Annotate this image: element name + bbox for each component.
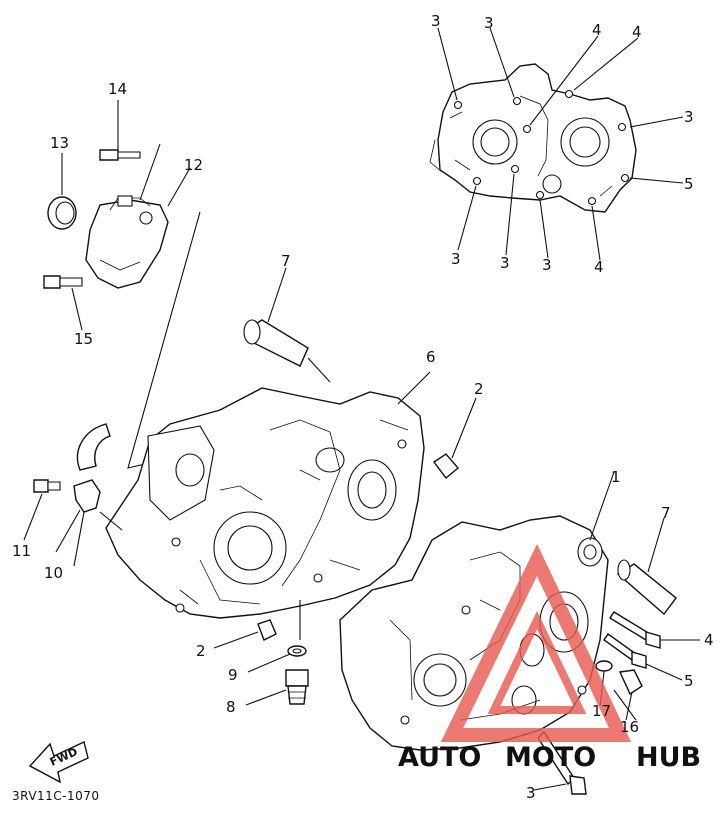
- label-16: 16: [620, 718, 639, 736]
- watermark-auto: AUTO: [398, 742, 481, 773]
- label-top-3b: 3: [484, 14, 494, 32]
- label-9: 9: [228, 666, 238, 684]
- label-10: 10: [44, 564, 63, 582]
- label-15: 15: [74, 330, 93, 348]
- lower-small-parts: [213, 600, 309, 706]
- label-top-3a: 3: [431, 12, 441, 30]
- label-14: 14: [108, 80, 127, 98]
- watermark: AUTO MOTO HUB: [398, 543, 701, 773]
- part-labels: 3 3 4 4 3 5 3 3 3 4 14 13 12 15 7 6 2 11…: [12, 12, 714, 802]
- label-7a: 7: [281, 252, 291, 270]
- label-top-4a: 4: [592, 21, 602, 39]
- label-2b: 2: [196, 642, 206, 660]
- label-3: 3: [526, 784, 536, 802]
- label-top-3e: 3: [500, 254, 510, 272]
- label-11: 11: [12, 542, 31, 560]
- label-6: 6: [426, 348, 436, 366]
- clip-bracket: [23, 423, 123, 567]
- bolt-hole-marks: [453, 89, 630, 206]
- drawing-code: 3RV11C-1070: [12, 789, 100, 803]
- label-12: 12: [184, 156, 203, 174]
- label-5: 5: [684, 672, 694, 690]
- label-4: 4: [704, 631, 714, 649]
- label-7b: 7: [661, 504, 671, 522]
- watermark-hub: HUB: [636, 742, 701, 773]
- fwd-arrow: FWD: [28, 741, 89, 784]
- dowel-pin-upper: [243, 267, 331, 383]
- cover-assembly: [43, 100, 205, 469]
- label-top-5: 5: [684, 175, 694, 193]
- right-bolts: [533, 611, 700, 795]
- dowel-upper-right: [432, 397, 477, 480]
- label-top-4c: 4: [594, 258, 604, 276]
- label-top-3d: 3: [451, 250, 461, 268]
- label-2a: 2: [474, 380, 484, 398]
- label-13: 13: [50, 134, 69, 152]
- watermark-logo-icon: [440, 543, 632, 742]
- label-8: 8: [226, 698, 236, 716]
- left-crankcase: [105, 371, 431, 619]
- label-top-4b: 4: [632, 23, 642, 41]
- dowel-pin-right: [616, 517, 677, 616]
- label-top-3c: 3: [684, 108, 694, 126]
- label-top-3f: 3: [542, 256, 552, 274]
- label-17: 17: [592, 702, 611, 720]
- watermark-moto: MOTO: [505, 742, 596, 773]
- crankcase-top-view: [429, 27, 684, 261]
- label-1: 1: [611, 468, 621, 486]
